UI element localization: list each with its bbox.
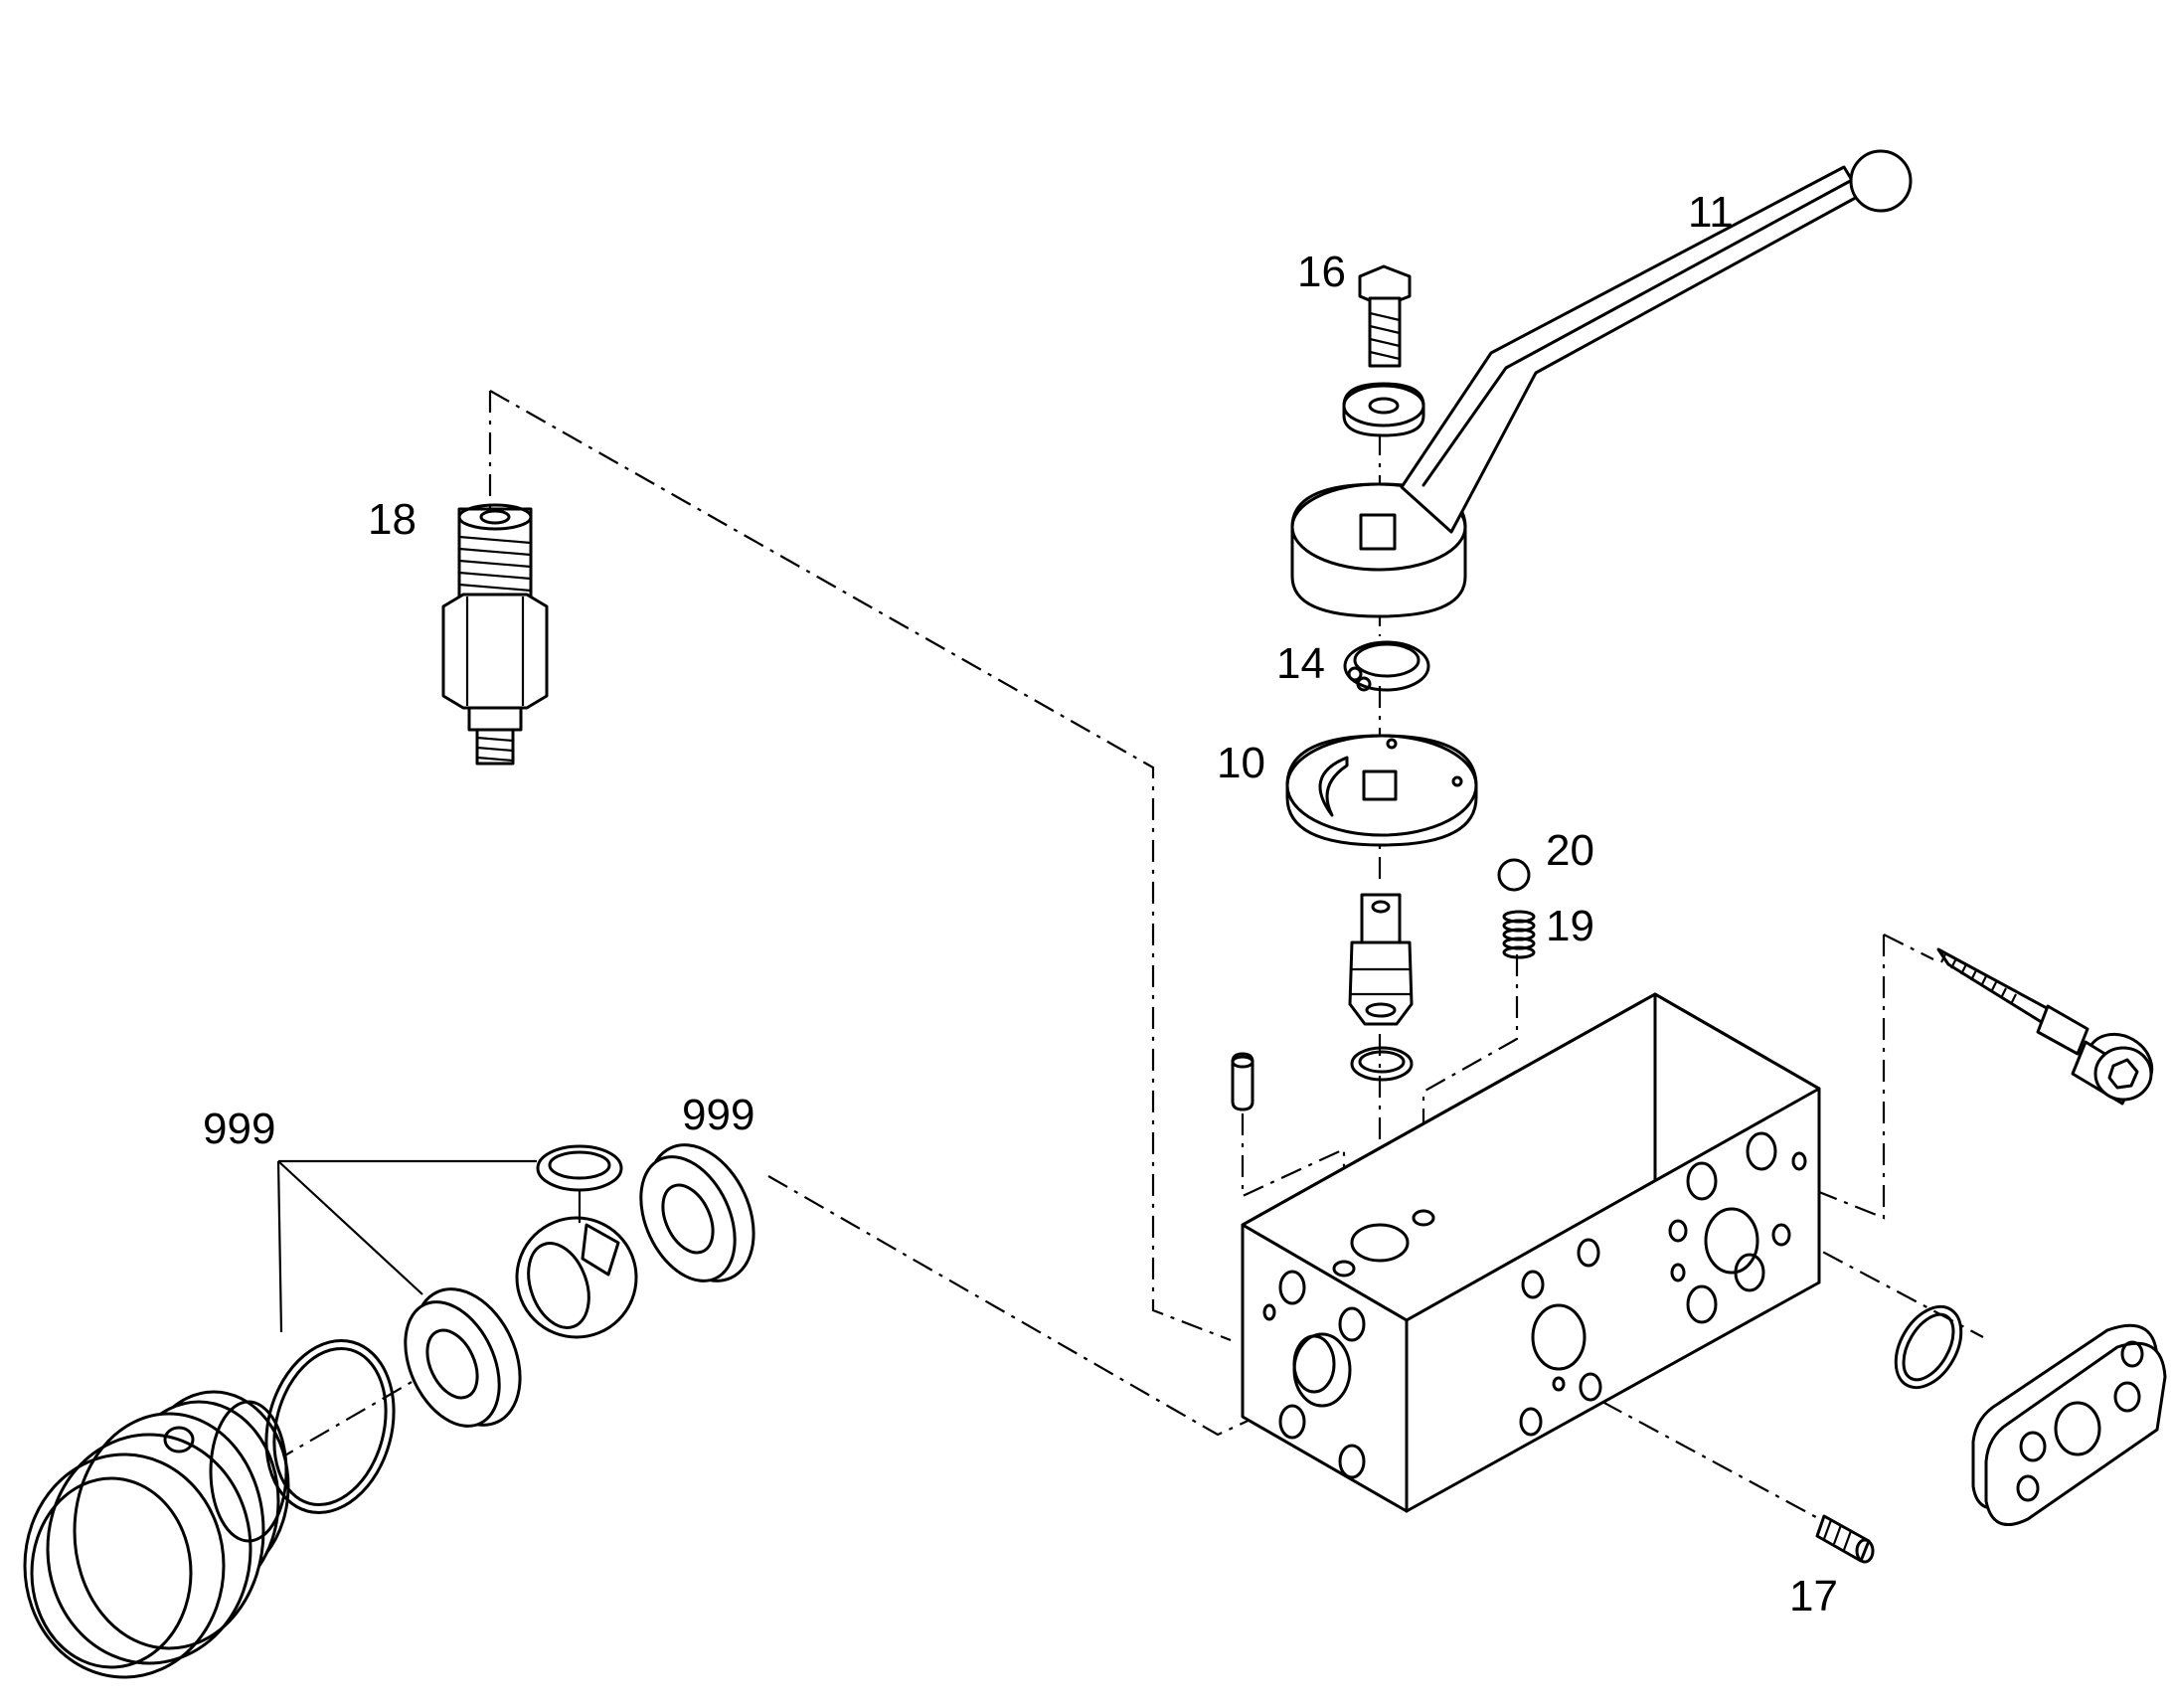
callout-labels: 11 16 18 14 10 20 19 999 999 17 bbox=[203, 188, 1838, 1621]
seat-ring-right bbox=[639, 1143, 755, 1282]
valve-stem bbox=[1348, 893, 1414, 1026]
dowel-pin bbox=[1231, 1052, 1254, 1111]
end-cap bbox=[23, 1390, 290, 1679]
callout-17: 17 bbox=[1789, 1572, 1838, 1621]
callout-19: 19 bbox=[1546, 902, 1594, 950]
stem-o-ring bbox=[1350, 1046, 1414, 1082]
valve-body-block bbox=[1241, 992, 1821, 1513]
large-o-ring bbox=[264, 1338, 396, 1515]
callout-18: 18 bbox=[368, 495, 417, 544]
detent-spring bbox=[1502, 910, 1536, 959]
mounting-flange bbox=[1971, 1323, 2167, 1527]
hex-bolt bbox=[1358, 264, 1412, 368]
socket-cap-screw bbox=[1936, 947, 2154, 1106]
set-screw bbox=[1815, 1514, 1875, 1564]
callout-999-left: 999 bbox=[203, 1105, 275, 1153]
detent-ball bbox=[1497, 858, 1531, 892]
valve-ball bbox=[515, 1216, 638, 1339]
callout-11: 11 bbox=[1688, 188, 1734, 237]
test-port-plug bbox=[441, 503, 549, 766]
seat-ring-left bbox=[404, 1287, 522, 1428]
flat-washer bbox=[1342, 382, 1425, 437]
callout-14: 14 bbox=[1276, 639, 1325, 688]
snap-ring bbox=[1343, 640, 1430, 692]
lever-handle bbox=[1290, 149, 1913, 618]
callout-20: 20 bbox=[1546, 826, 1594, 875]
callout-10: 10 bbox=[1217, 739, 1265, 787]
stop-plate bbox=[1285, 734, 1478, 847]
center-lines bbox=[282, 390, 1984, 1524]
callout-999-right: 999 bbox=[682, 1091, 754, 1139]
flange-o-ring bbox=[1894, 1304, 1963, 1390]
callout-16: 16 bbox=[1297, 248, 1346, 296]
small-o-ring-top bbox=[536, 1144, 623, 1192]
leader-lines bbox=[276, 1159, 582, 1333]
